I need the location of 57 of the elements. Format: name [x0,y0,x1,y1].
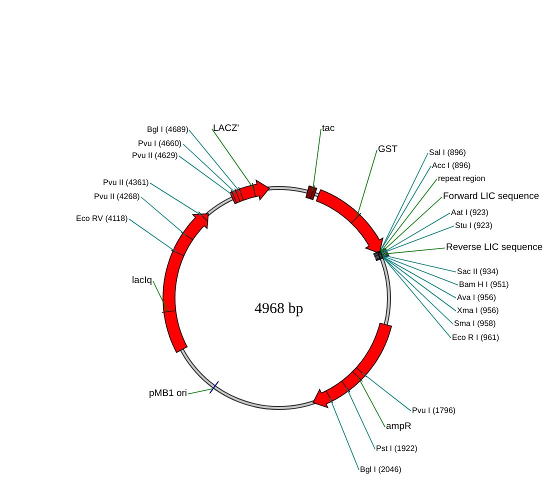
leader-line [381,212,450,254]
restriction-site-label: Pvu I (4660) [138,140,182,148]
leader-line [380,196,442,253]
leader-line [382,256,458,286]
leader-line [356,150,378,218]
leader-line [178,156,234,196]
restriction-site-label: Pvu II (4361) [103,179,149,187]
plasmid-size-label: 4968 bp [254,302,304,317]
leader-line [380,166,432,252]
leader-line [380,178,438,252]
feature-label: tac [322,124,335,134]
restriction-site-label: Pvu II (4629) [132,152,178,160]
leader-line [383,258,452,338]
leader-line [128,218,178,253]
restriction-site-label: Acc I (896) [432,162,471,170]
feature-label: ampR [386,422,412,432]
leader-line [140,196,186,236]
restriction-site-label: Bam H I (951) [459,281,509,289]
leader-line [382,254,456,272]
restriction-site-label: Pvu I (1796) [412,407,456,415]
feature-label: LACZ' [213,124,240,134]
leader-line [329,397,360,470]
leader-line [312,128,322,192]
leader-line [188,130,242,194]
feature-label: lacIq [132,276,152,286]
leader-line [382,256,456,298]
restriction-site-label: Aat I (923) [451,209,488,217]
feature-label: Forward LIC sequence [443,192,540,202]
restriction-site-label: Bgl I (4689) [147,126,188,134]
feature-label: Reverse LIC sequence [446,243,543,252]
leader-line [182,144,238,195]
restriction-site-label: Sac II (934) [457,268,498,276]
leader-line [212,128,254,190]
leader-line [381,226,454,254]
feature-label: pMB1 ori [149,389,188,398]
restriction-site-label: Eco RV (4118) [76,215,128,223]
leader-line [150,182,203,216]
leader-line [382,256,456,312]
leader-line [358,376,386,428]
restriction-site-label: Sma I (958) [454,320,496,328]
leader-line [346,387,376,450]
leader-line [383,258,454,324]
feature-label: GST [378,145,398,154]
restriction-site-label: Sal I (896) [429,149,466,157]
restriction-site-label: Xma I (956) [457,307,499,315]
restriction-site-label: Ava I (956) [457,294,496,302]
leader-line [362,372,412,412]
leader-line [152,280,168,312]
restriction-site-label: Pvu II (4268) [94,193,140,201]
leader-line [380,152,428,252]
restriction-site-label: Eco R I (961) [452,334,500,342]
restriction-site-label: Pst I (1922) [376,445,418,453]
restriction-site-label: repeat region [438,175,486,183]
leader-line [188,388,214,394]
leader-line [382,248,446,255]
restriction-site-label: Bgl I (2046) [360,466,402,474]
restriction-site-label: Stu I (923) [455,222,492,230]
